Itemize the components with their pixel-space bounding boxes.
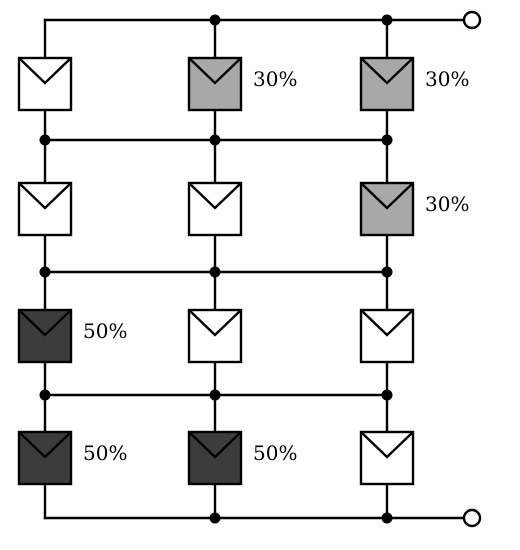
junction-dot xyxy=(381,512,393,524)
junction-dot xyxy=(209,389,221,401)
junction-dot xyxy=(209,14,221,26)
pv-panel-light-shaded xyxy=(359,181,415,237)
junction-dot xyxy=(209,134,221,146)
pv-panel-unshaded xyxy=(359,308,415,364)
panel-diode-symbol xyxy=(360,182,414,210)
shading-labels: 30% 30% 30% 50% 50% 50% xyxy=(83,67,469,465)
panel-diode-symbol xyxy=(18,431,72,459)
junction-dot xyxy=(39,266,51,278)
panel-diode-symbol xyxy=(360,431,414,459)
pv-panels xyxy=(17,56,415,486)
negative-terminal xyxy=(462,508,482,528)
shading-percentage-label: 50% xyxy=(83,319,127,343)
pv-panel-light-shaded xyxy=(187,56,243,112)
panel-diode-symbol xyxy=(18,309,72,337)
panel-diode-symbol xyxy=(360,57,414,85)
junction-dot xyxy=(39,389,51,401)
junction-nodes xyxy=(39,14,393,524)
panel-diode-symbol xyxy=(18,182,72,210)
panel-diode-symbol xyxy=(360,309,414,337)
junction-dot xyxy=(381,134,393,146)
pv-panel-unshaded xyxy=(17,181,73,237)
pv-panel-dark-shaded xyxy=(187,430,243,486)
junction-dot xyxy=(209,266,221,278)
panel-diode-symbol xyxy=(188,431,242,459)
panel-diode-symbol xyxy=(188,309,242,337)
panel-diode-symbol xyxy=(188,182,242,210)
shading-percentage-label: 50% xyxy=(83,441,127,465)
pv-panel-light-shaded xyxy=(359,56,415,112)
shading-percentage-label: 30% xyxy=(425,192,469,216)
shading-percentage-label: 50% xyxy=(253,441,297,465)
shading-percentage-label: 30% xyxy=(425,67,469,91)
shading-percentage-label: 30% xyxy=(253,67,297,91)
junction-dot xyxy=(381,14,393,26)
junction-dot xyxy=(209,512,221,524)
junction-dot xyxy=(39,134,51,146)
pv-panel-unshaded xyxy=(359,430,415,486)
pv-panel-unshaded xyxy=(187,308,243,364)
terminals xyxy=(462,10,482,528)
panel-diode-symbol xyxy=(188,57,242,85)
panel-diode-symbol xyxy=(18,57,72,85)
pv-panel-unshaded xyxy=(187,181,243,237)
junction-dot xyxy=(381,389,393,401)
pv-panel-unshaded xyxy=(17,56,73,112)
positive-terminal xyxy=(462,10,482,30)
pv-panel-dark-shaded xyxy=(17,308,73,364)
junction-dot xyxy=(381,266,393,278)
pv-panel-dark-shaded xyxy=(17,430,73,486)
